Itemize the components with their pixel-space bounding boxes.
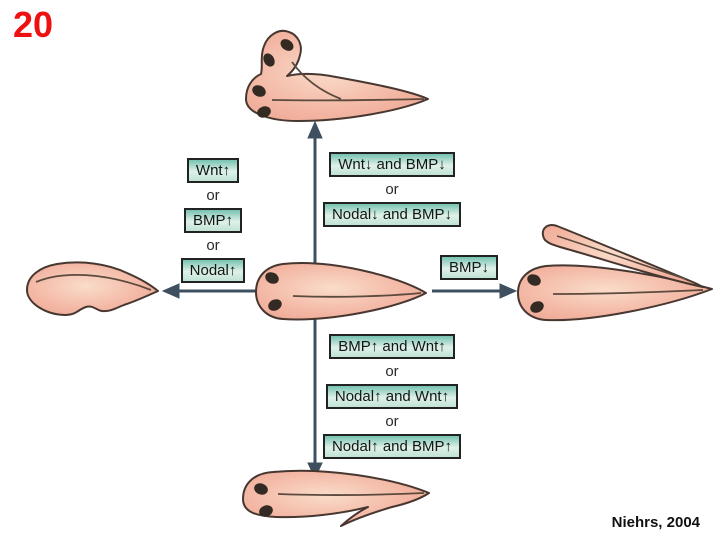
pathway-label-bmp-down: BMP↓ [439,255,498,280]
pathway-label-bmp-up: BMP↑ [183,208,242,233]
embryo-eye [254,483,268,495]
or-separator: or [385,363,399,380]
pathway-label-bmp-wnt-up: BMP↑ and Wnt↑ [329,334,455,359]
headless-embryo-illustration [26,261,159,316]
citation-text: Niehrs, 2004 [611,514,700,531]
pathway-label-wnt-up: Wnt↑ [186,158,240,183]
embryo-eye [263,53,275,67]
or-separator: or [385,413,399,430]
right-arrowhead-icon [499,283,518,299]
embryo-eye [257,106,271,118]
pathway-label-nodal-wnt-up: Nodal↑ and Wnt↑ [325,384,459,409]
or-separator: or [206,187,220,204]
embryo-eye [268,299,282,311]
secondary-head-embryo-illustration [245,29,429,122]
up-arrowhead-icon [307,120,323,139]
normal-embryo-illustration [255,262,427,321]
left-arrow [161,283,262,299]
embryo-eye [265,272,279,284]
embryo-eye [530,301,544,313]
forked-tail-embryo-illustration [242,469,430,527]
embryo-eye [252,85,266,97]
or-separator: or [206,237,220,254]
pathway-label-wnt-bmp-down: Wnt↓ and BMP↓ [329,152,455,177]
down-pathway-labels: BMP↑ and Wnt↑ or Nodal↑ and Wnt↑ or Noda… [311,334,473,459]
secondary-trunk-embryo-illustration [517,224,713,322]
embryo-eye [527,274,541,286]
embryo-eye [280,39,294,51]
up-pathway-labels: Wnt↓ and BMP↓ or Nodal↓ and BMP↓ [312,152,472,227]
left-pathway-labels: Wnt↑ or BMP↑ or Nodal↑ [153,158,273,283]
right-arrow [432,283,518,299]
embryo-eye [259,505,273,517]
pathway-label-nodal-up: Nodal↑ [180,258,246,283]
or-separator: or [385,181,399,198]
left-arrowhead-icon [161,283,180,299]
right-pathway-labels: BMP↓ [428,255,510,280]
pathway-label-nodal-bmp-up: Nodal↑ and BMP↑ [322,434,462,459]
pathway-label-nodal-bmp-down: Nodal↓ and BMP↓ [322,202,462,227]
slide-number: 20 [13,4,54,45]
